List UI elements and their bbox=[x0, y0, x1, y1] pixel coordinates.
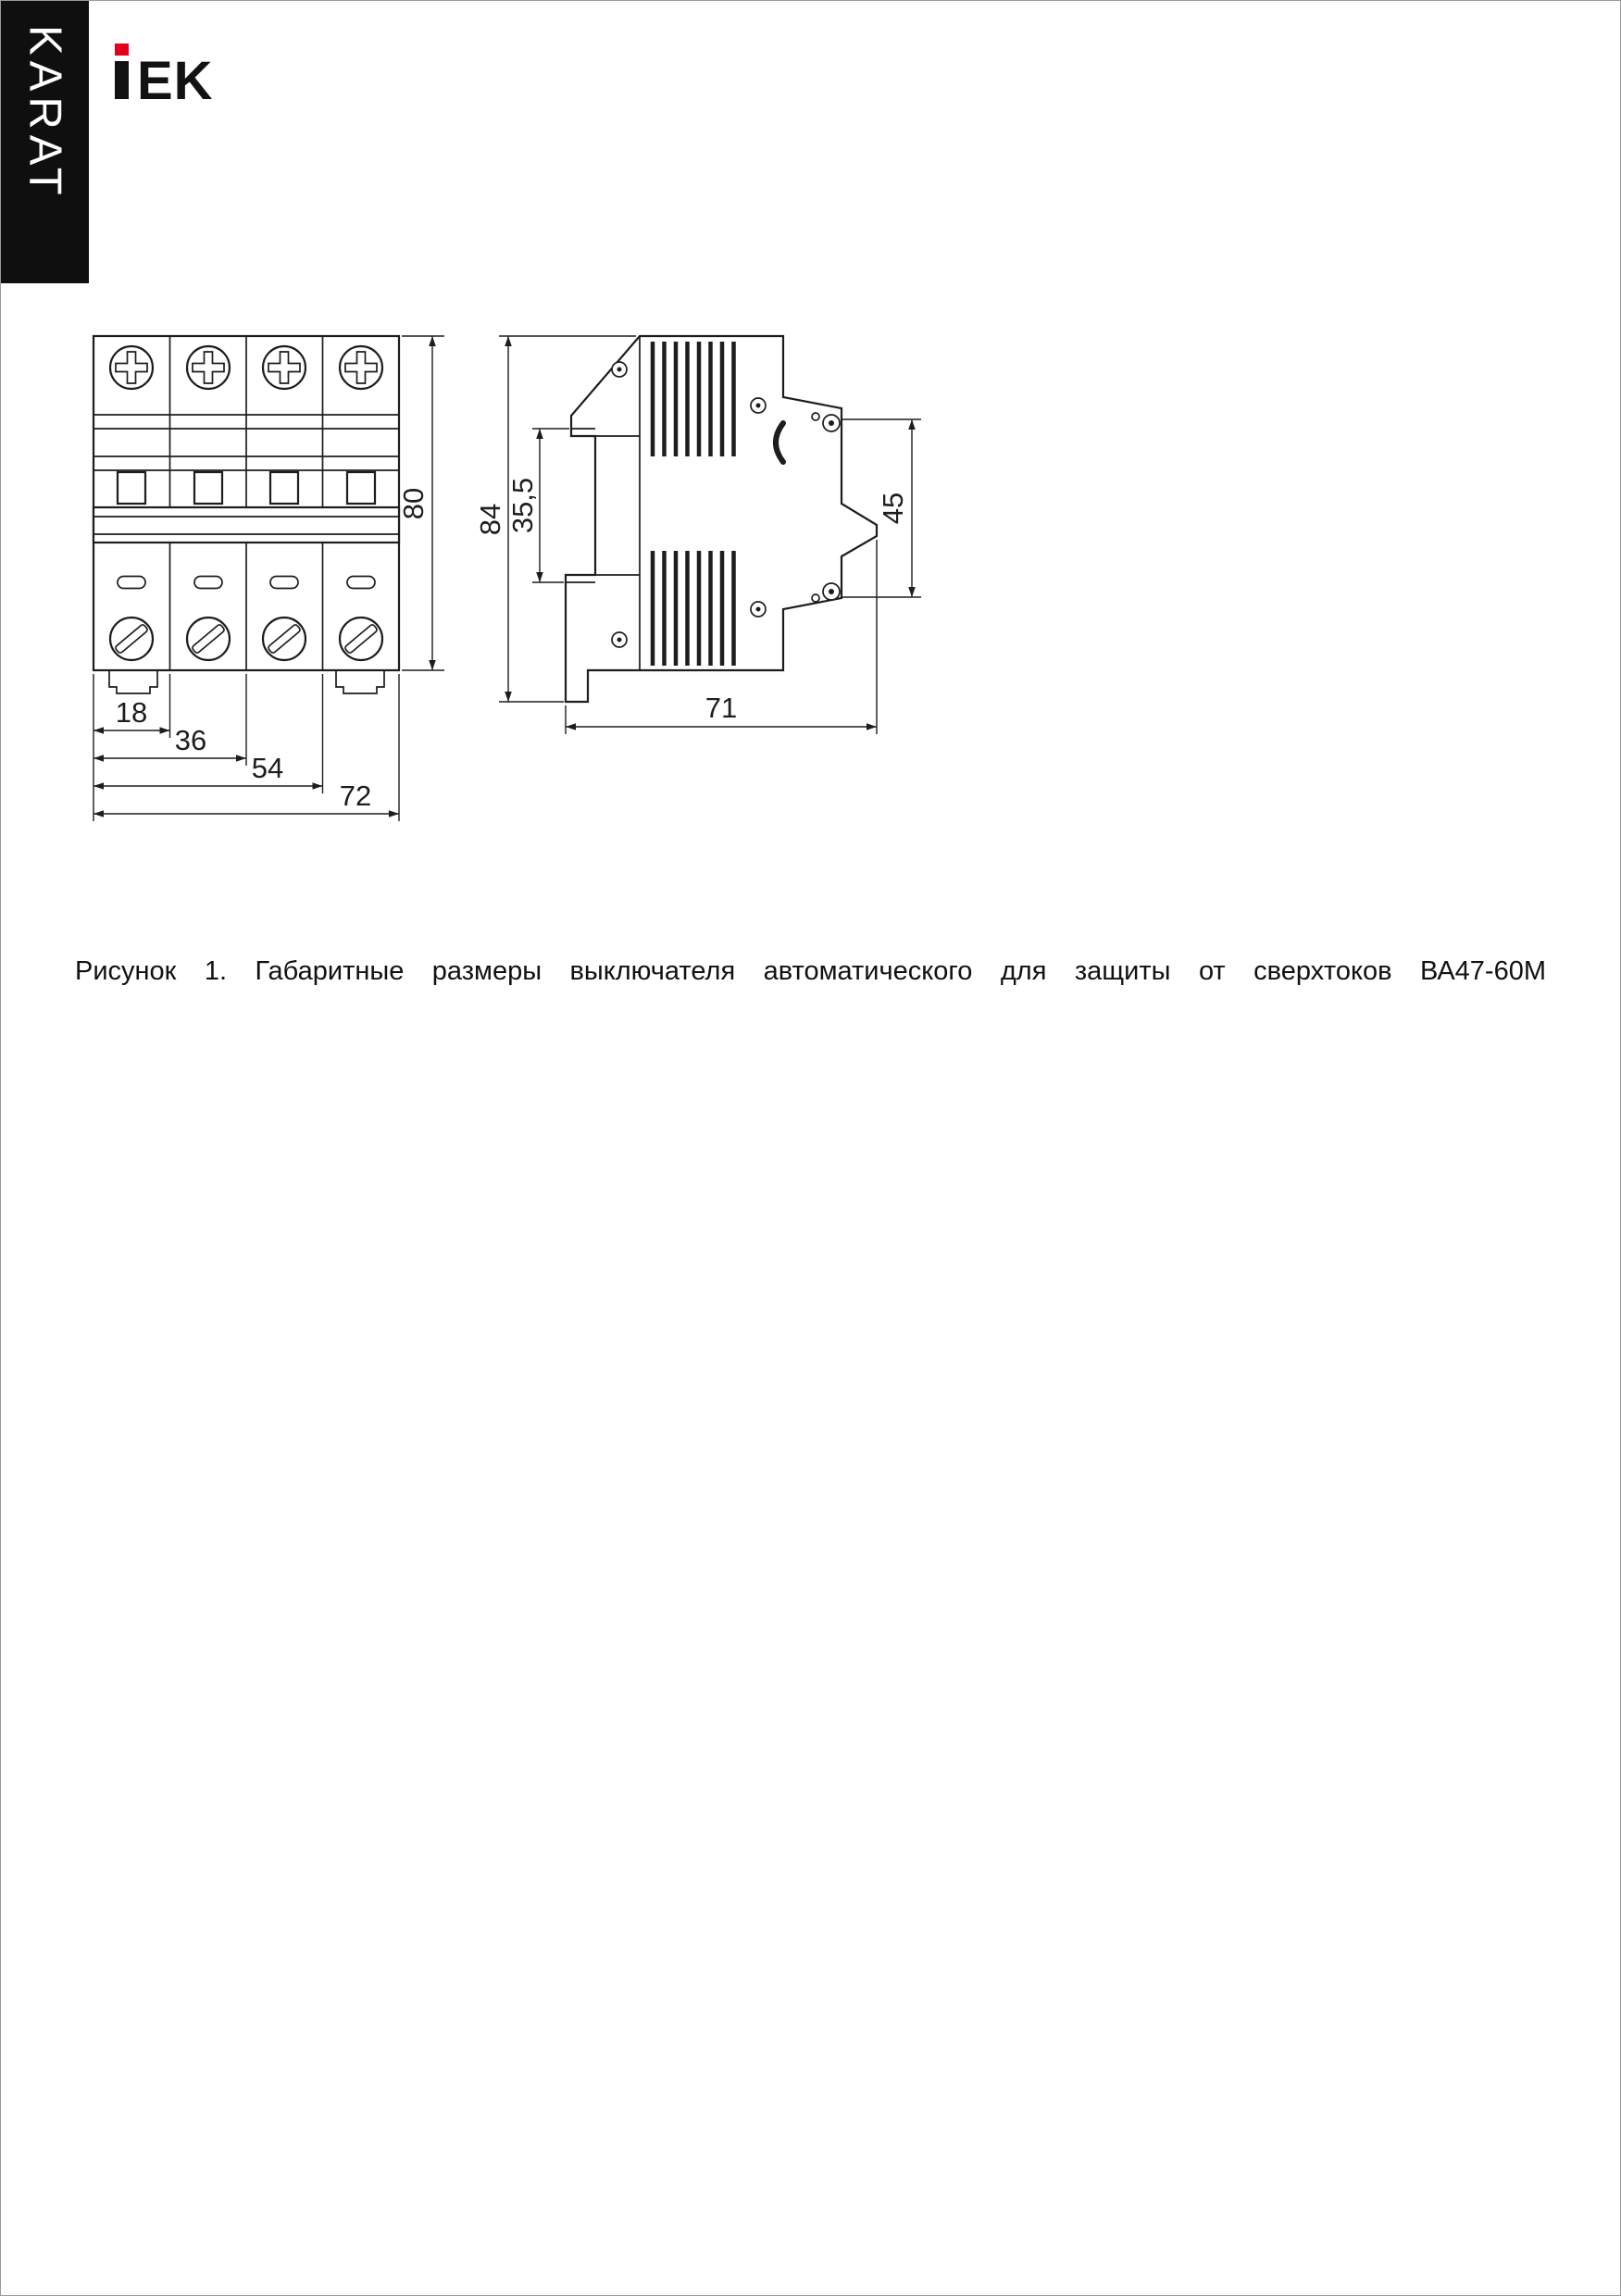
terminal-screw-top bbox=[338, 344, 384, 391]
indicator-window bbox=[193, 575, 223, 590]
side-terminal-screws bbox=[811, 412, 841, 603]
dim-label-width-54: 54 bbox=[252, 752, 283, 784]
dim-label-width-72: 72 bbox=[340, 780, 371, 812]
terminal-screw-top bbox=[261, 344, 307, 391]
figure-caption: Рисунок 1. Габаритные размеры выключател… bbox=[75, 956, 1546, 986]
dimension-drawing: 80 18 36 54 72 bbox=[92, 334, 921, 821]
dim-label-depth-71: 71 bbox=[705, 692, 737, 724]
indicator-window bbox=[117, 575, 146, 590]
toggle-crossbar bbox=[92, 505, 401, 544]
toggle-handle bbox=[116, 470, 147, 505]
side-view-dimensions: 84 35,5 45 71 bbox=[474, 335, 921, 734]
iek-logo-i-stem bbox=[115, 61, 129, 99]
karat-banner-label: KARAT bbox=[19, 25, 70, 201]
toggle-handle bbox=[268, 470, 300, 505]
curved-slot bbox=[773, 420, 786, 465]
dim-label-height-84: 84 bbox=[474, 504, 506, 535]
side-view-drawing bbox=[564, 334, 879, 704]
breaker-side-body bbox=[564, 334, 879, 704]
din-clip bbox=[335, 669, 385, 694]
iek-logo-i-dot bbox=[115, 44, 129, 56]
terminal-screw-bottom bbox=[185, 616, 231, 662]
indicator-window bbox=[269, 575, 299, 590]
front-view-drawing bbox=[92, 334, 401, 694]
toggle-handle bbox=[345, 470, 377, 505]
terminal-screw-bottom bbox=[261, 616, 307, 662]
rivets bbox=[611, 361, 767, 648]
terminal-screw-bottom bbox=[338, 616, 384, 662]
iek-logo-text: EK bbox=[137, 51, 214, 101]
din-clip bbox=[108, 669, 158, 694]
iek-logo: EK bbox=[115, 44, 214, 101]
terminal-screw-bottom bbox=[108, 616, 155, 662]
dim-label-height-80: 80 bbox=[397, 488, 430, 519]
dim-label-holes-45: 45 bbox=[877, 493, 909, 524]
karat-banner: KARAT bbox=[1, 1, 89, 283]
terminal-screw-top bbox=[185, 344, 231, 391]
terminal-screw-top bbox=[108, 344, 155, 391]
indicator-window bbox=[346, 575, 376, 590]
dim-label-rail-35-5: 35,5 bbox=[506, 478, 539, 533]
dim-label-width-18: 18 bbox=[116, 696, 147, 729]
front-view-dimensions: 80 18 36 54 72 bbox=[93, 335, 444, 821]
toggle-handle bbox=[193, 470, 224, 505]
dim-label-width-36: 36 bbox=[175, 724, 206, 756]
